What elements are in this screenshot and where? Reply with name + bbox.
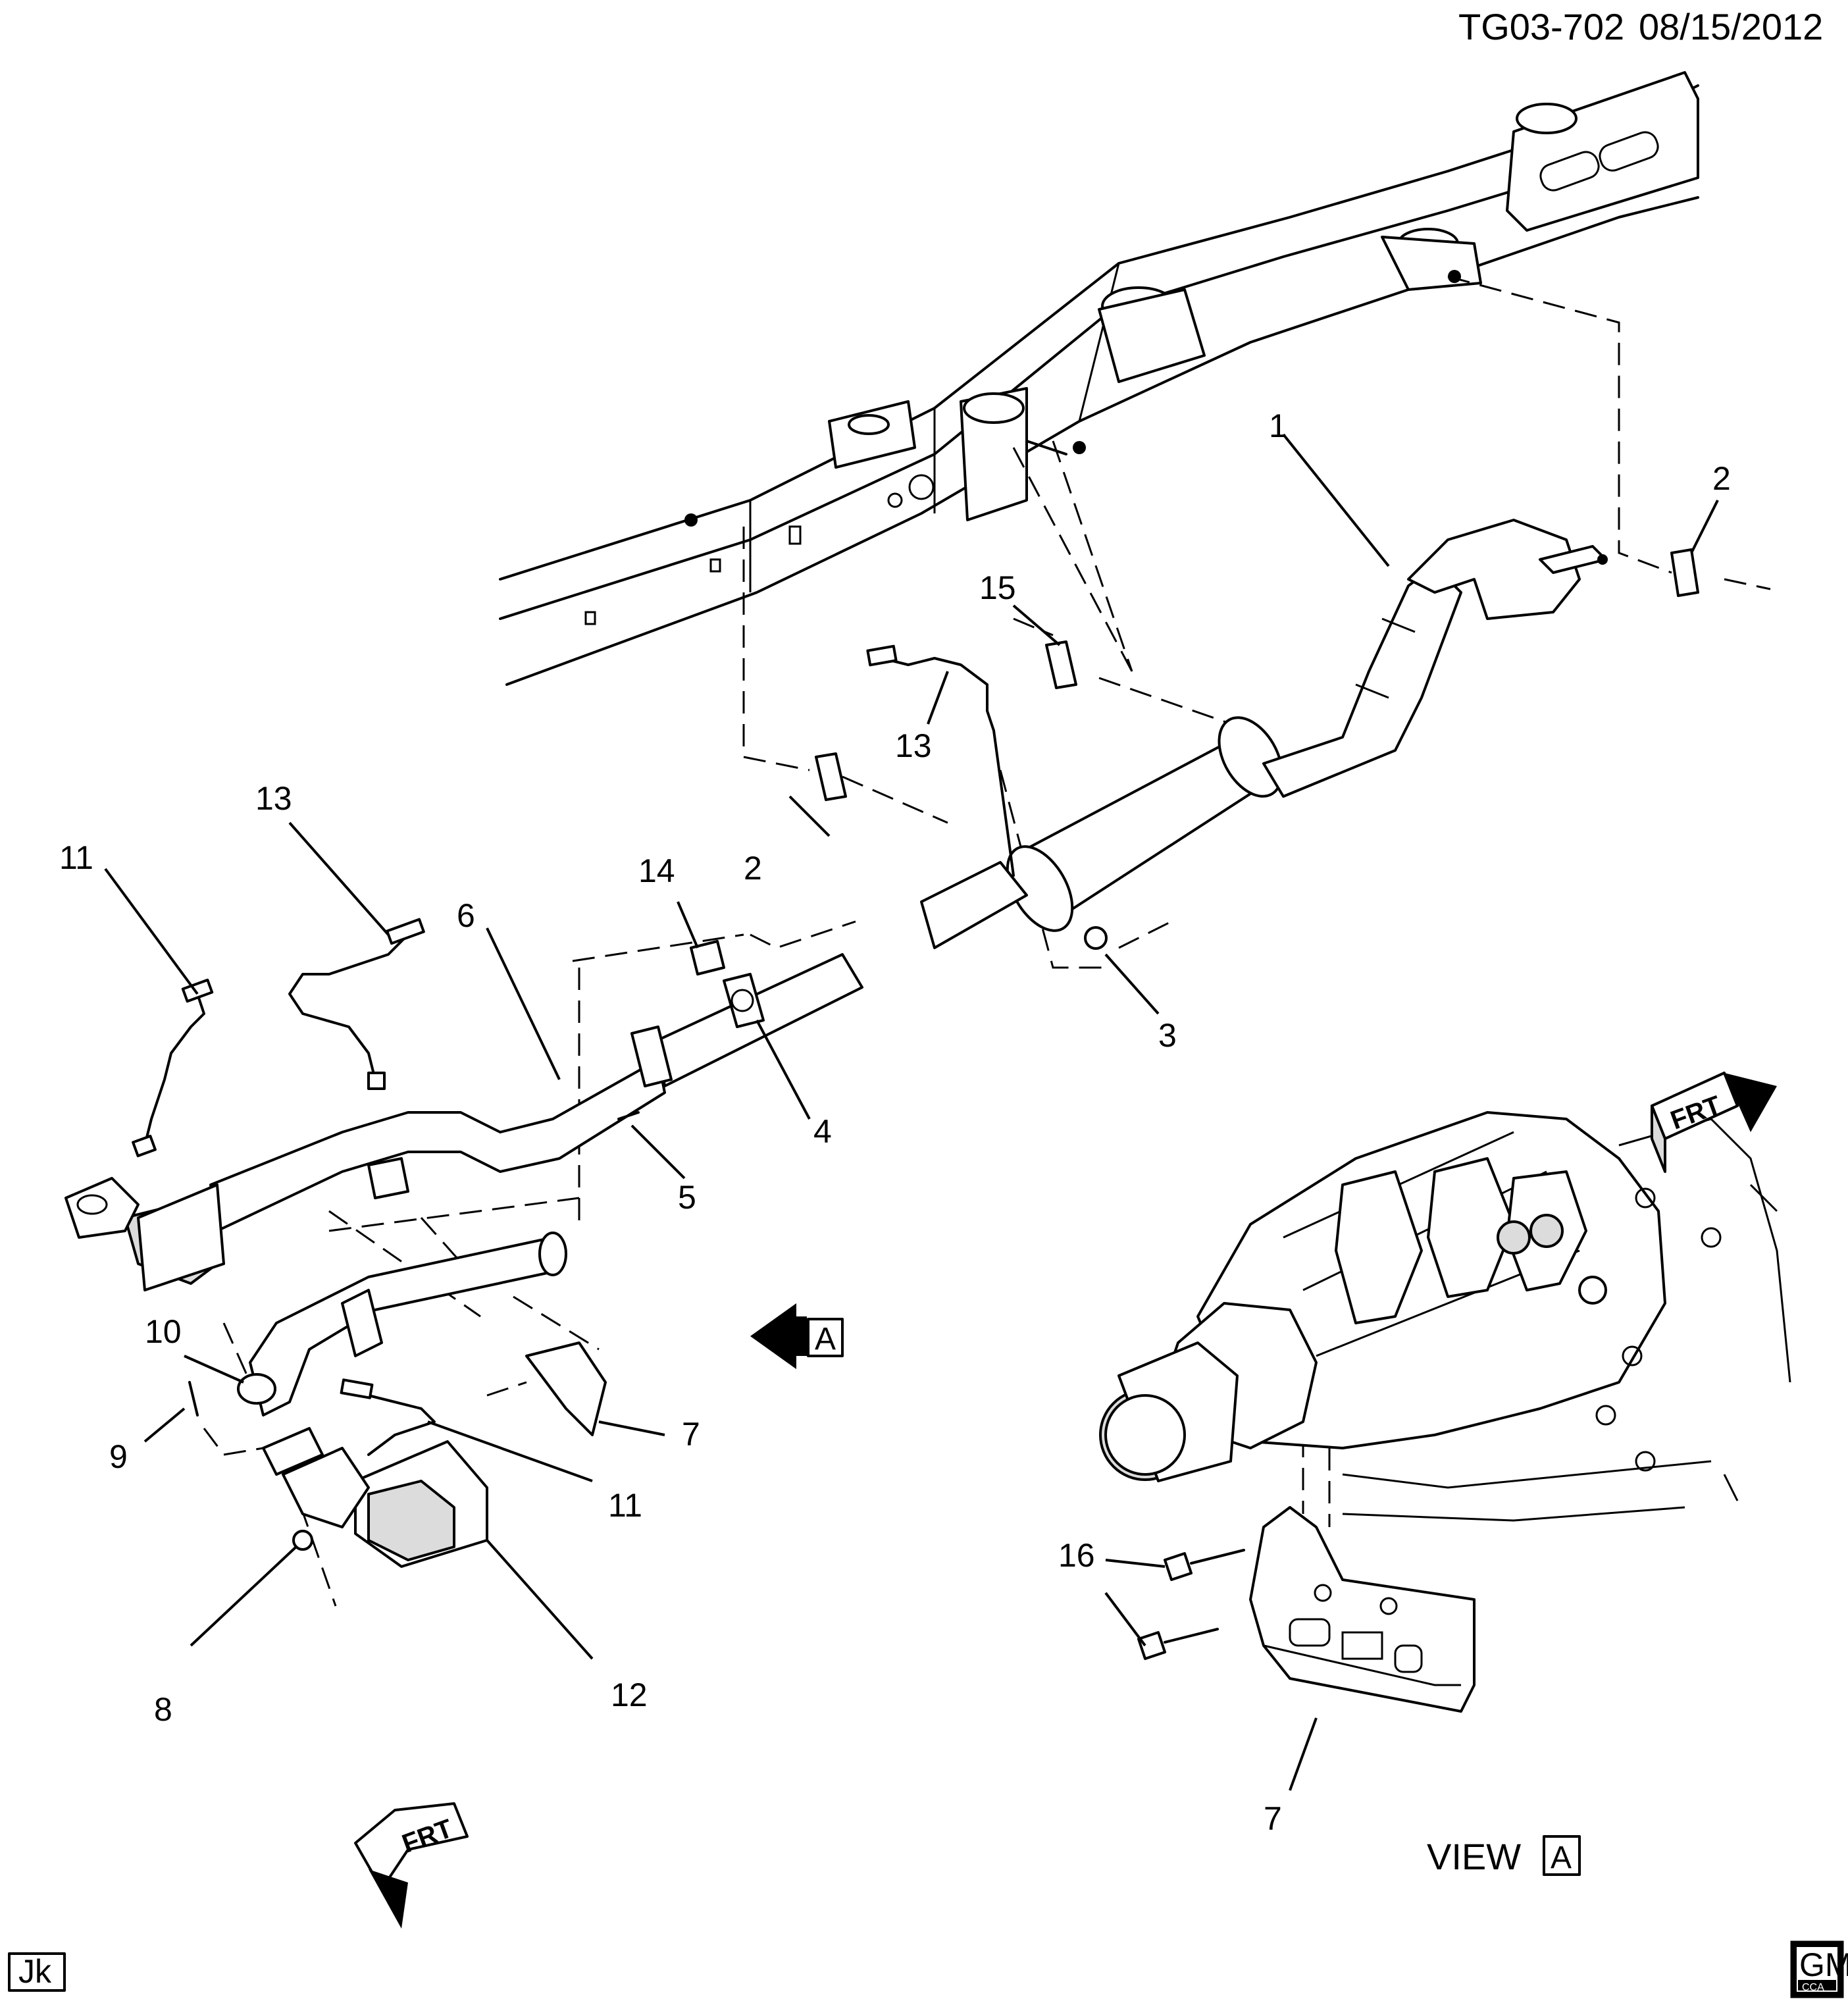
- callout-10: 10: [145, 1313, 182, 1350]
- callout-5: 5: [678, 1179, 696, 1216]
- callout-9: 9: [109, 1438, 128, 1475]
- drawing-number: TG03-702: [1458, 6, 1624, 47]
- leader-lines: [104, 433, 1719, 1791]
- callout-4: 4: [813, 1113, 832, 1150]
- callout-7: 7: [682, 1416, 700, 1453]
- oxygen-sensor-wiring: [132, 644, 1015, 1456]
- view-a-box: [807, 1318, 844, 1357]
- callout-labels: 1 2 15 13 13 11 14 2 6 3 4 5 10 7 9 11 1…: [59, 407, 1731, 1837]
- callout-14: 14: [638, 852, 675, 889]
- clamp-14: [690, 940, 725, 975]
- gm-logo: GM CCA: [1790, 1940, 1848, 1998]
- muffler-tailpipe-assembly: [1006, 519, 1608, 932]
- callout-11: 11: [608, 1487, 642, 1524]
- hangers-clamps-gaskets: [188, 548, 1699, 1551]
- gm-logo-subtext: CCA: [1802, 1982, 1824, 1993]
- vehicle-frame: [499, 71, 1699, 686]
- gasket-4: [723, 973, 765, 1028]
- view-a-arrow: A: [750, 1303, 844, 1369]
- view-a-label: VIEW A: [1427, 1835, 1581, 1877]
- catalytic-converter-lower: [262, 1427, 488, 1568]
- callout-6: 6: [457, 897, 475, 934]
- callout-2: 2: [1712, 460, 1731, 497]
- drawing-date: 08/15/2012: [1639, 6, 1823, 47]
- hanger-insulator-top: [1670, 548, 1699, 597]
- callout-15: 15: [979, 569, 1016, 606]
- callout-2: 2: [744, 850, 762, 887]
- front-pipe: [209, 861, 1028, 1416]
- callout-16: 16: [1058, 1537, 1095, 1574]
- callout-12: 12: [611, 1676, 648, 1713]
- gm-logo-text: GM: [1799, 1946, 1848, 1983]
- callout-13: 13: [255, 780, 292, 817]
- front-indicator-lower-left: FRT: [354, 1802, 469, 1929]
- callout-7: 7: [1264, 1800, 1282, 1837]
- callout-11: 11: [59, 839, 93, 876]
- footer-initials: Jk: [18, 1953, 52, 1990]
- footer-initials-box: Jk: [8, 1952, 66, 1992]
- catalytic-converter-upper: [64, 1177, 225, 1291]
- callout-3: 3: [1158, 1017, 1177, 1054]
- view-a-letter: A: [815, 1322, 836, 1357]
- view-label-letter: A: [1551, 1840, 1572, 1875]
- hanger-insulator-15: [1045, 640, 1077, 689]
- bolts-16: [1137, 1549, 1245, 1660]
- transmission-view-a: [1099, 1111, 1791, 1713]
- callout-13: 13: [895, 727, 932, 764]
- callout-1: 1: [1269, 407, 1287, 444]
- hanger-insulator-mid: [815, 752, 847, 801]
- view-label: VIEW: [1427, 1836, 1521, 1877]
- callout-8: 8: [154, 1691, 172, 1728]
